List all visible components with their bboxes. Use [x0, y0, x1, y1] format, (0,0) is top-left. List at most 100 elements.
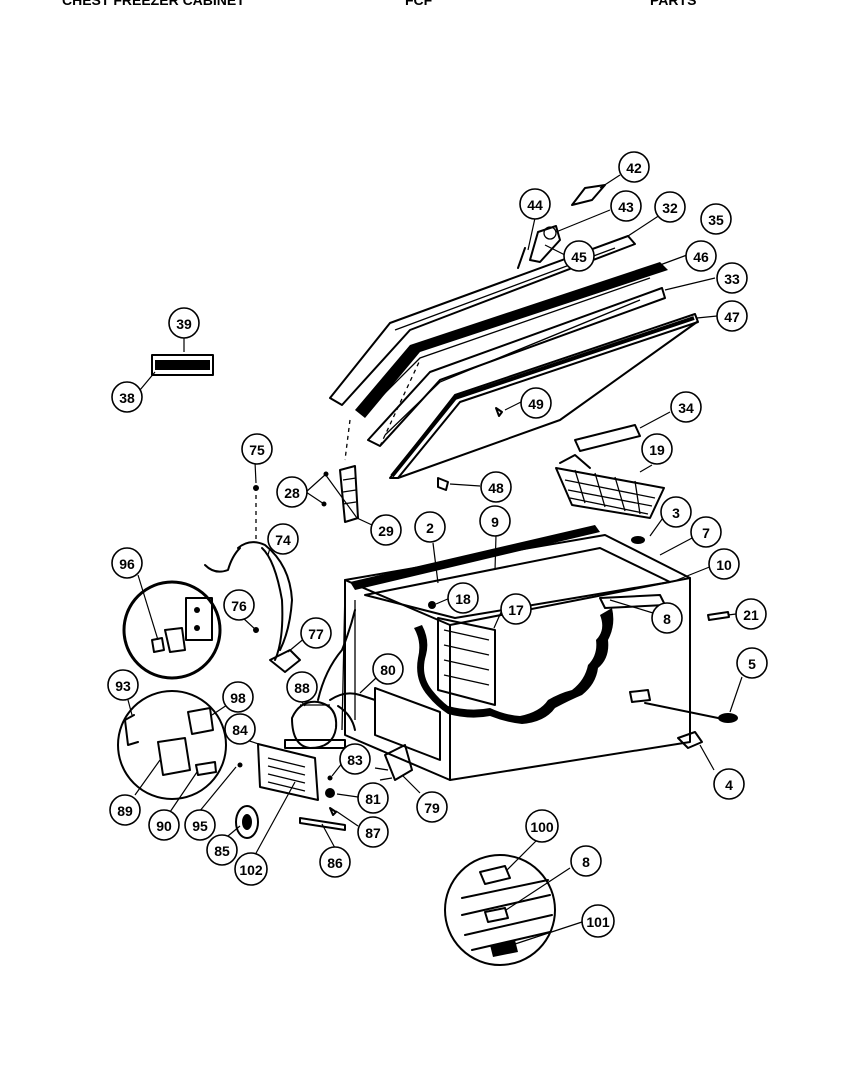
control-part-38-39 — [151, 354, 214, 376]
callout-label: 7 — [702, 525, 710, 541]
callout-circle — [618, 151, 650, 183]
callout-circle — [107, 669, 139, 701]
callout-label: 80 — [380, 662, 396, 678]
callout-label: 84 — [232, 722, 248, 738]
callout-circle — [581, 904, 615, 938]
callout-29: 29 — [370, 514, 402, 546]
callout-19: 19 — [641, 433, 673, 465]
callout-101: 101 — [581, 904, 615, 938]
callout-32: 32 — [654, 191, 686, 223]
callout-circle — [700, 203, 732, 235]
callout-circle — [267, 523, 299, 555]
callout-75: 75 — [241, 433, 273, 465]
callout-circle — [685, 240, 717, 272]
callout-9: 9 — [479, 505, 511, 537]
callout-89: 89 — [109, 794, 141, 826]
callout-77: 77 — [300, 617, 332, 649]
callout-label: 35 — [708, 212, 724, 228]
callout-label: 28 — [284, 485, 300, 501]
callout-76: 76 — [223, 589, 255, 621]
callout-label: 93 — [115, 678, 131, 694]
callout-circle — [276, 476, 308, 508]
callout-circle — [184, 809, 216, 841]
callout-label: 95 — [192, 818, 208, 834]
callout-label: 100 — [530, 819, 554, 835]
callout-label: 29 — [378, 523, 394, 539]
callout-34: 34 — [670, 391, 702, 423]
callout-circle — [716, 262, 748, 294]
callout-17: 17 — [500, 593, 532, 625]
callout-label: 19 — [649, 442, 665, 458]
lid-assembly — [329, 184, 699, 491]
callout-circle — [479, 505, 511, 537]
callout-label: 77 — [308, 626, 324, 642]
callout-label: 33 — [724, 271, 740, 287]
callout-33: 33 — [716, 262, 748, 294]
callout-98: 98 — [222, 681, 254, 713]
callout-circle — [414, 511, 446, 543]
callout-47: 47 — [716, 300, 748, 332]
callout-circle — [690, 516, 722, 548]
callout-label: 21 — [743, 607, 759, 623]
callout-circle — [109, 794, 141, 826]
callout-100: 100 — [525, 809, 559, 843]
callout-circle — [111, 381, 143, 413]
callout-label: 5 — [748, 656, 756, 672]
callout-48: 48 — [480, 471, 512, 503]
callout-circle — [223, 589, 255, 621]
callout-circle — [651, 602, 683, 634]
callout-circle — [447, 582, 479, 614]
callout-label: 101 — [586, 914, 610, 930]
callout-label: 32 — [662, 200, 678, 216]
callout-86: 86 — [319, 846, 351, 878]
callout-label: 90 — [156, 818, 172, 834]
inset-hinge-detail — [444, 854, 556, 966]
callout-circle — [670, 391, 702, 423]
callout-95: 95 — [184, 809, 216, 841]
callout-circle — [300, 617, 332, 649]
leader-lines — [127, 174, 743, 946]
callout-43: 43 — [610, 190, 642, 222]
callout-8b: 8 — [570, 845, 602, 877]
callout-label: 45 — [571, 249, 587, 265]
header-center-text: FCF — [405, 0, 433, 8]
callout-5: 5 — [736, 647, 768, 679]
callout-circle — [370, 514, 402, 546]
callout-label: 87 — [365, 825, 381, 841]
callout-label: 75 — [249, 442, 265, 458]
callout-label: 39 — [176, 316, 192, 332]
callout-circle — [563, 240, 595, 272]
callout-label: 79 — [424, 800, 440, 816]
callout-circle — [357, 816, 389, 848]
callout-label: 88 — [294, 680, 310, 696]
callout-28: 28 — [276, 476, 308, 508]
callout-7: 7 — [690, 516, 722, 548]
callout-circle — [206, 834, 238, 866]
callout-21: 21 — [735, 598, 767, 630]
callout-102: 102 — [234, 852, 268, 886]
callout-38: 38 — [111, 381, 143, 413]
callout-circle — [519, 188, 551, 220]
callout-label: 83 — [347, 752, 363, 768]
callout-circle — [520, 387, 552, 419]
callout-label: 17 — [508, 602, 524, 618]
callout-label: 10 — [716, 557, 732, 573]
header-left-text: CHEST FREEZER CABINET — [62, 0, 245, 8]
callout-label: 81 — [365, 791, 381, 807]
callout-circle — [416, 791, 448, 823]
callout-84: 84 — [224, 713, 256, 745]
callout-circle — [224, 713, 256, 745]
inset-96-detail — [122, 580, 222, 680]
header-right-text: PARTS — [650, 0, 697, 8]
callout-circle — [660, 496, 692, 528]
callout-label: 38 — [119, 390, 135, 406]
callout-circle — [480, 471, 512, 503]
callout-circle — [716, 300, 748, 332]
callout-label: 8 — [663, 611, 671, 627]
callout-label: 89 — [117, 803, 133, 819]
callout-circle — [357, 782, 389, 814]
callout-label: 3 — [672, 505, 680, 521]
callout-label: 46 — [693, 249, 709, 265]
callout-circle — [286, 671, 318, 703]
